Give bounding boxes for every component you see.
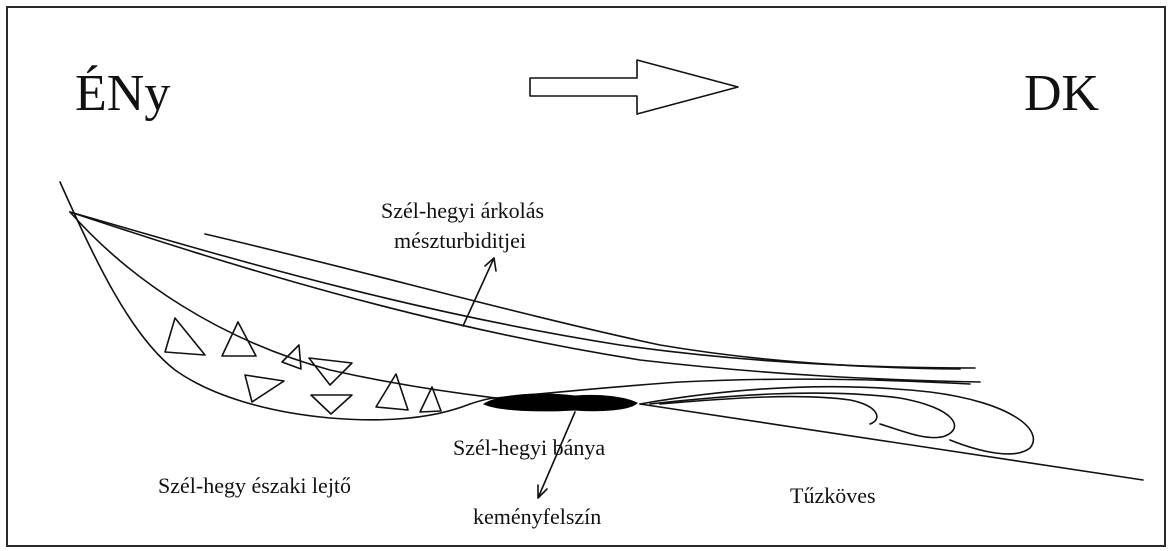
turbidite-layer-3 — [205, 234, 960, 369]
flint-lens-inner — [660, 397, 877, 424]
flint-lens-middle — [650, 393, 955, 438]
flint-label: Tűzköves — [790, 485, 876, 507]
breccia-clast — [282, 345, 301, 369]
breccia-clast — [376, 374, 408, 410]
hardground-label: keményfelszín — [473, 506, 601, 528]
direction-southeast-label: DK — [1024, 68, 1099, 120]
turbidite-label-line1: Szél-hegyi árkolás — [381, 200, 544, 222]
turbidite-pointer-arrow — [463, 258, 496, 326]
flint-lens-outer — [640, 387, 1033, 454]
slope-label: Szél-hegy északi lejtő — [158, 475, 351, 497]
breccia-clast — [311, 395, 352, 414]
turbidite-label-line2: mészturbiditjei — [394, 230, 526, 252]
breccia-clast — [245, 375, 284, 402]
mine-label: Szél-hegyi bánya — [453, 437, 605, 459]
direction-northwest-label: ÉNy — [75, 68, 170, 120]
breccia-clast — [309, 358, 352, 385]
hardground-lens — [484, 394, 637, 411]
flint-base-line — [640, 404, 1143, 480]
breccia-clast — [222, 322, 256, 356]
breccia-clast — [165, 318, 205, 355]
direction-arrow — [530, 60, 738, 114]
